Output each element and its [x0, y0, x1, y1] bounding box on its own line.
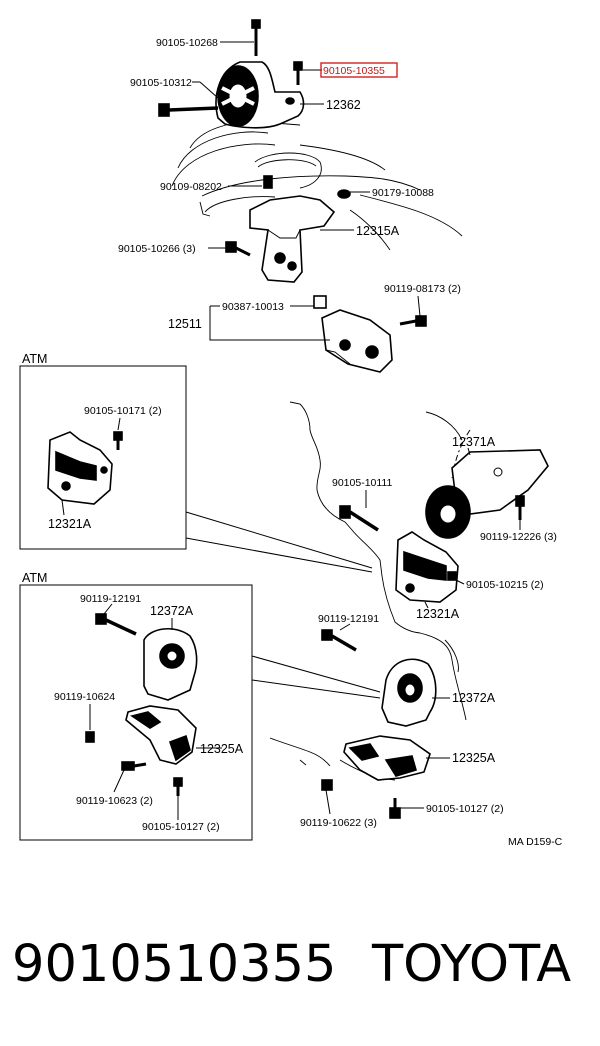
- bolt-90119-12191-main: [321, 629, 357, 652]
- label-90109-08202: 90109-08202: [160, 181, 222, 193]
- mount-12372a-main-part: [381, 658, 437, 727]
- label-90105-10355: 90105-10355: [323, 65, 385, 77]
- atm-title-1: ATM: [22, 352, 47, 366]
- atm-box-2: [19, 584, 253, 841]
- footer: 9010510355 TOYOTA: [0, 930, 600, 1000]
- bolt-90105-10312: [158, 103, 219, 117]
- label-12372a-main: 12372A: [452, 691, 496, 705]
- label-90105-10171: 90105-10171 (2): [84, 405, 162, 417]
- parts-diagram: ATM ATM 90105-10268 90105-10355 90105-10…: [19, 19, 563, 848]
- mount-12371a-part: [425, 449, 549, 539]
- label-90387-10013: 90387-10013: [222, 301, 284, 313]
- label-12321a-atm: 12321A: [48, 517, 92, 531]
- highlight-box: [320, 62, 398, 78]
- label-12325a-atm: 12325A: [200, 742, 244, 756]
- bolt-90119-12191-atm: [95, 613, 137, 636]
- bracket-12321a-main-part: [395, 531, 459, 603]
- mount-12372a-atm-part: [143, 628, 198, 701]
- bracket-12315a-part: [249, 175, 351, 283]
- bracket-12511-part: [313, 295, 393, 373]
- label-90119-10622: 90119-10622 (3): [300, 817, 377, 829]
- label-90105-10266: 90105-10266 (3): [118, 243, 196, 255]
- brand-name: TOYOTA: [372, 935, 572, 994]
- bolt-90119-08173: [399, 315, 427, 327]
- label-90119-10623: 90119-10623 (2): [76, 795, 153, 807]
- atm-title-2: ATM: [22, 571, 47, 585]
- label-90119-12226: 90119-12226 (3): [480, 531, 557, 543]
- label-90105-10312: 90105-10312: [130, 77, 192, 89]
- label-12371a: 12371A: [452, 435, 496, 449]
- label-12325a-main: 12325A: [452, 751, 496, 765]
- label-90179-10088: 90179-10088: [372, 187, 434, 199]
- diagram-code: MA D159-C: [508, 836, 563, 848]
- label-90105-10215: 90105-10215 (2): [466, 579, 544, 591]
- leader-lines: [61, 41, 521, 820]
- label-90119-10624: 90119-10624: [54, 691, 115, 703]
- label-12372a-atm: 12372A: [150, 604, 194, 618]
- mount-12362-part: [215, 61, 305, 129]
- bracket-12325a-main-part: [321, 735, 431, 819]
- label-12362: 12362: [326, 98, 361, 112]
- label-12511: 12511: [168, 317, 202, 331]
- label-90105-10127-atm: 90105-10127 (2): [142, 821, 220, 833]
- label-90119-08173: 90119-08173 (2): [384, 283, 461, 295]
- bolt-90105-10266: [225, 241, 251, 257]
- label-90119-12191-atm: 90119-12191: [80, 593, 141, 605]
- label-90119-12191-main: 90119-12191: [318, 613, 379, 625]
- bracket-12321a-atm-part: [47, 431, 123, 505]
- bolt-90105-10268: [251, 19, 261, 56]
- label-12315a: 12315A: [356, 224, 400, 238]
- label-90105-10268: 90105-10268: [156, 37, 218, 49]
- bolt-90105-10111: [339, 505, 379, 532]
- label-90105-10111: 90105-10111: [332, 477, 392, 489]
- bolt-90105-10355-part: [293, 61, 303, 85]
- atm-box-1: [19, 365, 187, 550]
- bracket-12325a-atm-part: [85, 705, 197, 796]
- label-90105-10127-main: 90105-10127 (2): [426, 803, 504, 815]
- part-number: 9010510355: [12, 935, 337, 994]
- label-12321a-main: 12321A: [416, 607, 460, 621]
